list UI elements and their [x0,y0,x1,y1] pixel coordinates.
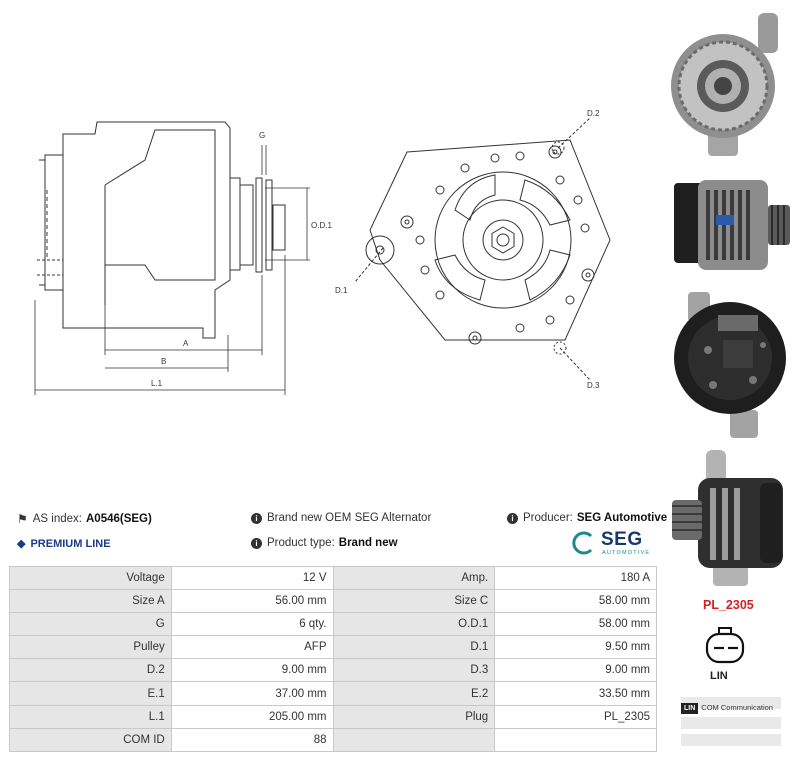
com-text: COM Communication [701,703,773,712]
com-bar-empty [681,734,781,746]
label-d3: D.3 [587,381,600,390]
seg-logo-text: SEG [601,529,643,550]
label-b: B [161,357,166,366]
producer-label: Producer: [523,512,573,524]
info-icon: i [507,512,518,524]
product-photo-front[interactable] [668,8,780,158]
product-photo-side[interactable] [668,175,793,275]
tag-icon: ⚑ [17,512,28,526]
producer: i Producer: SEG Automotive [507,512,667,524]
spec-label: O.D.1 [332,612,496,637]
label-d2: D.2 [587,109,600,118]
spec-label: E.2 [332,681,496,706]
as-index-value: A0546(SEG) [86,513,152,525]
spec-label: G [9,612,172,637]
label-d1: D.1 [335,286,348,295]
spec-value: 205.00 mm [170,704,334,729]
premium-line-label: PREMIUM LINE [30,537,111,550]
product-type-label: Product type: [267,537,335,549]
spec-value: 180 A [494,565,657,591]
seg-logo-sub: AUTOMOTIVE [602,550,651,556]
spec-value [494,727,657,752]
plug-name: PL_2305 [703,598,754,612]
spec-value: 9.00 mm [170,658,334,683]
spec-value: 58.00 mm [494,589,657,614]
spec-label: Amp. [332,565,496,591]
as-index: ⚑ AS index: A0546(SEG) [17,512,152,526]
seg-logo-mark [572,531,593,555]
label-g: G [259,131,265,140]
as-index-label: AS index: [32,513,82,525]
diamond-icon: ◆ [17,538,26,550]
spec-label: D.1 [332,635,496,660]
plug-connector-icon [705,627,745,664]
spec-label: D.2 [9,658,172,683]
spec-label: L.1 [9,704,172,729]
technical-drawing: G O.D.1 A B L.1 D.1 D.2 D.3 [34,109,611,395]
product-photo-angle[interactable] [668,448,793,588]
product-photo-rear[interactable] [668,290,788,440]
info-icon: i [251,512,262,524]
brand-info: i Brand new OEM SEG Alternator [251,512,431,524]
spec-value: 33.50 mm [494,681,657,706]
premium-line: ◆ PREMIUM LINE [17,537,111,551]
spec-label: E.1 [9,681,172,706]
spec-value: 56.00 mm [170,589,334,614]
product-type: i Product type: Brand new [251,537,398,549]
label-a: A [183,339,189,348]
spec-label [332,727,496,752]
spec-label: Voltage [9,565,172,591]
spec-label: Pulley [9,635,172,660]
label-l1: L.1 [151,379,163,388]
label-od1: O.D.1 [311,221,332,230]
seg-logo: SEG AUTOMOTIVE [571,528,659,558]
spec-value: 88 [170,727,334,752]
spec-value: 9.00 mm [494,658,657,683]
brand-text: Brand new OEM SEG Alternator [267,512,432,524]
spec-label: Plug [332,704,496,729]
producer-value: SEG Automotive [576,512,668,524]
spec-value: 58.00 mm [494,612,657,637]
spec-label: COM ID [9,727,172,752]
spec-value: 12 V [170,565,334,591]
spec-value: 6 qty. [170,612,334,637]
spec-value: PL_2305 [494,704,657,729]
spec-label: D.3 [332,658,496,683]
product-type-value: Brand new [338,537,398,549]
info-icon: i [251,537,262,549]
connector-label: LIN [710,670,728,682]
spec-value: 37.00 mm [170,681,334,706]
spec-value: AFP [170,635,334,660]
spec-label: Size C [332,589,496,614]
com-bar-empty [681,717,781,729]
spec-value: 9.50 mm [494,635,657,660]
com-tag: LIN [681,703,699,714]
spec-label: Size A [9,589,172,614]
